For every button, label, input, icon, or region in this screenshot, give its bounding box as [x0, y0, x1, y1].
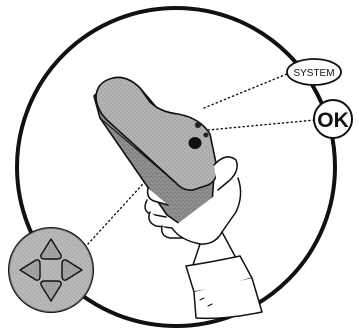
system-button-label: SYSTEM	[293, 68, 334, 79]
ok-button-callout: OK	[314, 100, 352, 138]
dpad-arrows-icon	[9, 228, 93, 312]
remote-system-button	[195, 122, 201, 128]
remote-ok-button	[189, 137, 202, 149]
remote-small-button	[203, 133, 208, 138]
system-button-callout: SYSTEM	[287, 59, 341, 85]
ok-button-label: OK	[317, 109, 349, 132]
